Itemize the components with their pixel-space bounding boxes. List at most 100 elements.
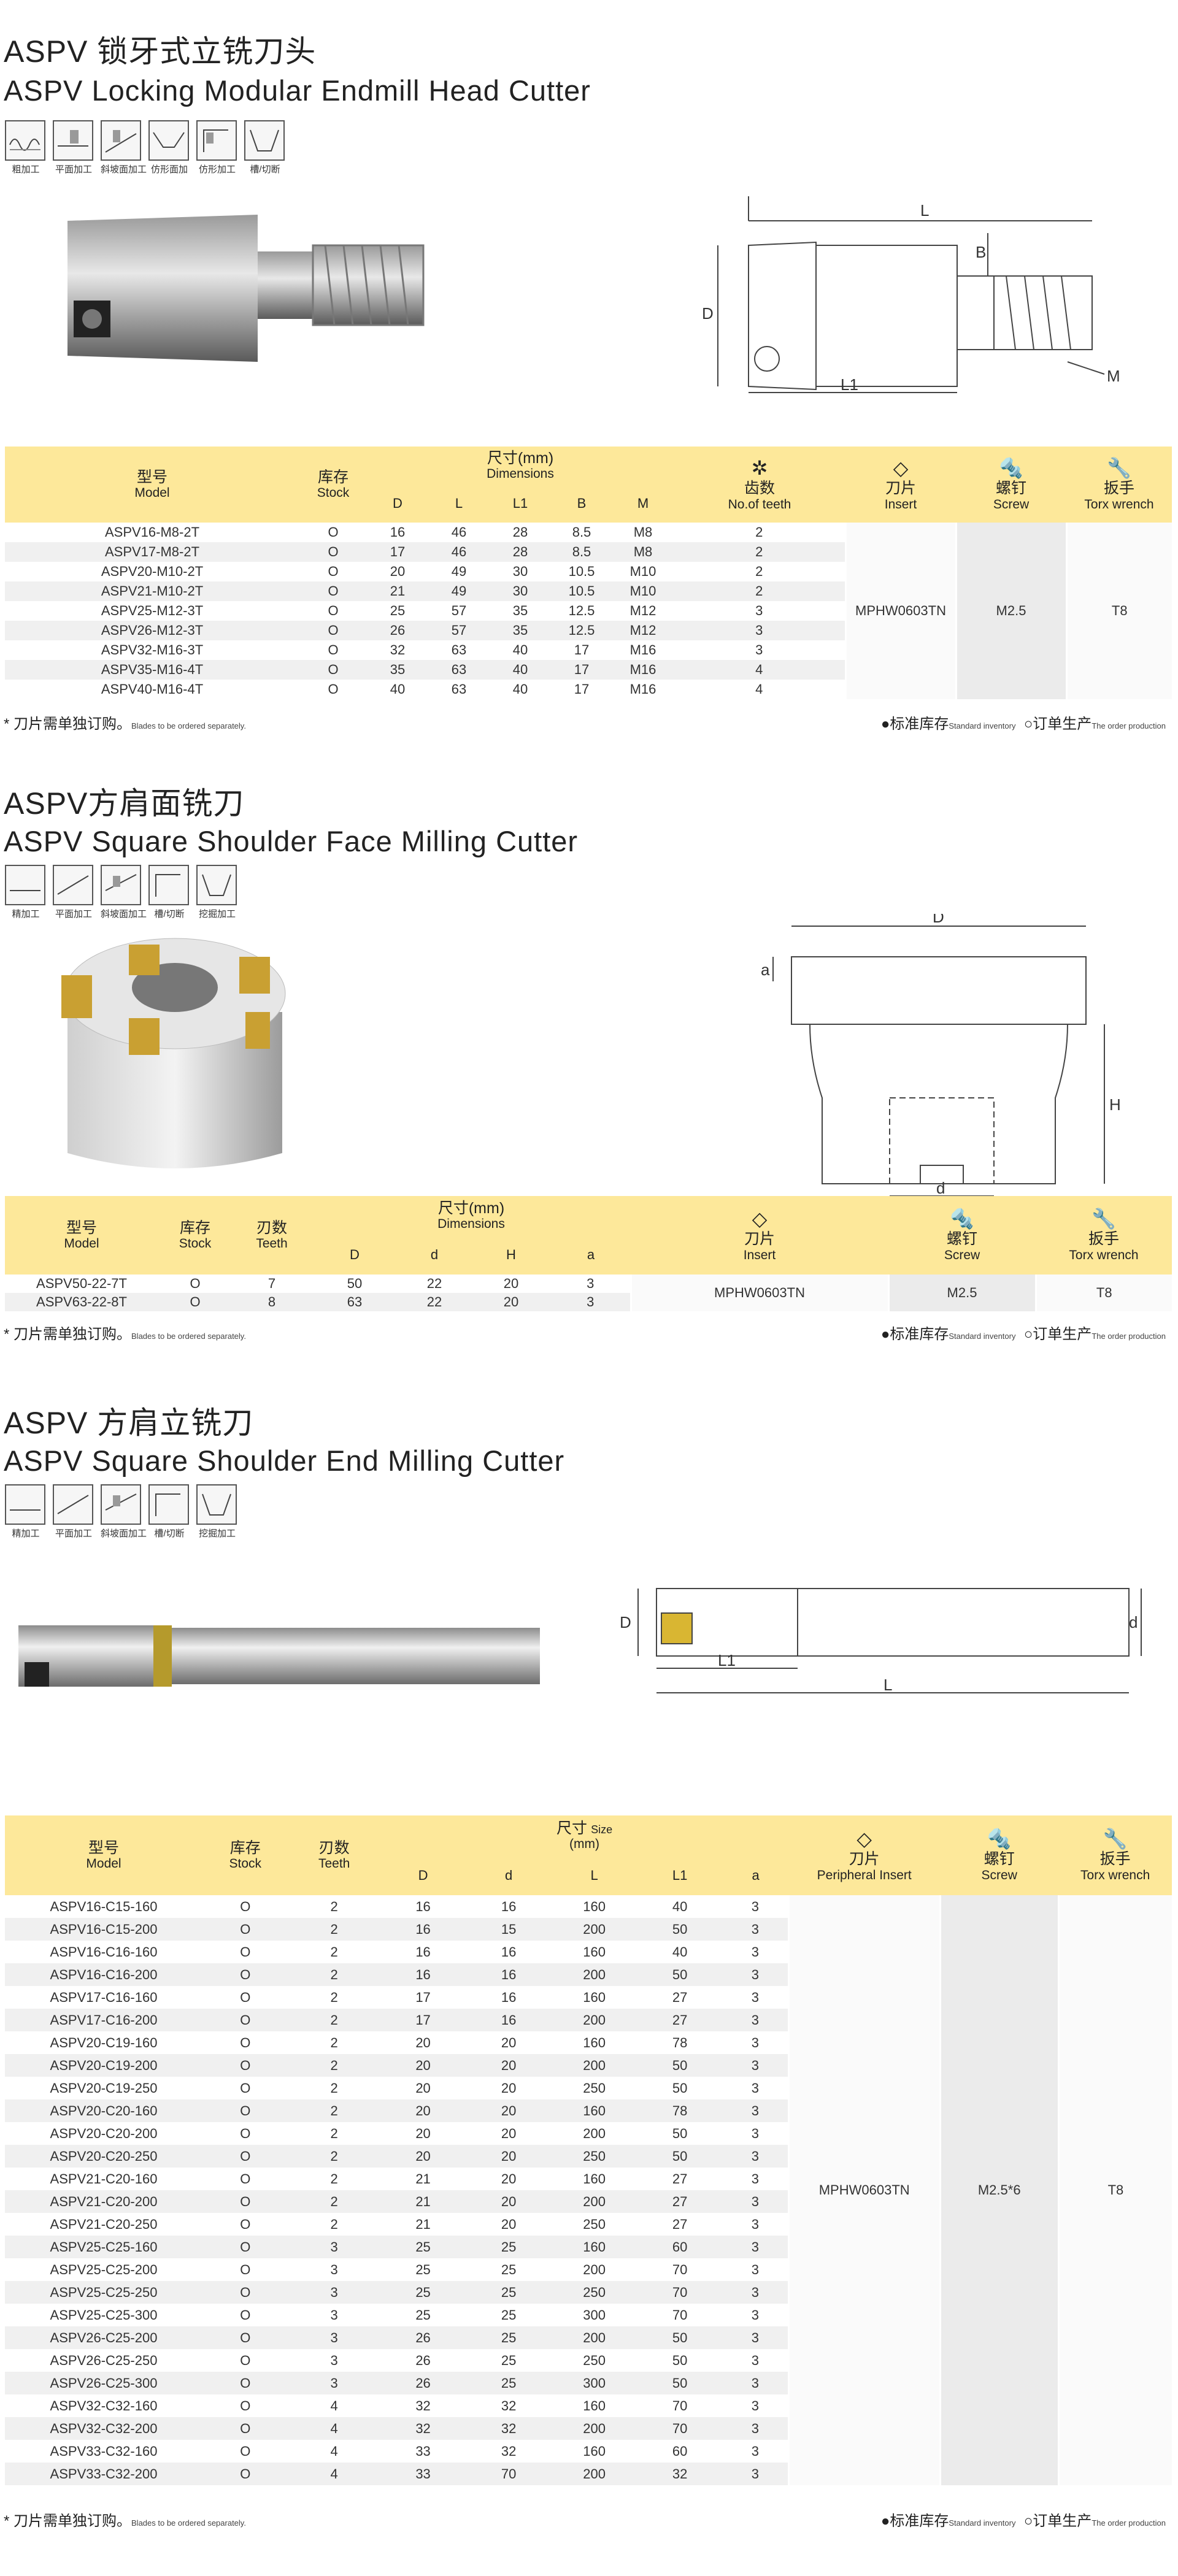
value-cell: 3 bbox=[722, 2009, 789, 2031]
value-cell: 20 bbox=[380, 2122, 466, 2145]
value-cell: 160 bbox=[551, 1986, 637, 2009]
value-cell: 2 bbox=[288, 2054, 380, 2077]
value-cell: 3 bbox=[288, 2281, 380, 2304]
value-cell: 26 bbox=[380, 2326, 466, 2349]
value-cell: M10 bbox=[612, 562, 674, 581]
model-cell: ASPV21-C20-200 bbox=[5, 2190, 202, 2213]
value-cell: 27 bbox=[637, 1986, 723, 2009]
value-cell: 2 bbox=[674, 581, 845, 601]
model-cell: ASPV20-M10-2T bbox=[5, 562, 299, 581]
value-cell: 2 bbox=[288, 2145, 380, 2168]
value-cell: 2 bbox=[288, 2077, 380, 2099]
screw-icon: 🔩 bbox=[987, 1828, 1012, 1850]
value-cell: 16 bbox=[380, 1918, 466, 1941]
model-cell: ASPV20-C19-200 bbox=[5, 2054, 202, 2077]
value-cell: M12 bbox=[612, 621, 674, 640]
value-cell: 2 bbox=[674, 562, 845, 581]
value-cell: 160 bbox=[551, 2099, 637, 2122]
value-cell: 26 bbox=[380, 2372, 466, 2394]
value-cell: 25 bbox=[466, 2258, 552, 2281]
value-cell: 250 bbox=[551, 2349, 637, 2372]
section3-title-cn: ASPV 方肩立铣刀 bbox=[4, 1406, 254, 1440]
value-cell: 3 bbox=[722, 2440, 789, 2463]
value-cell: 70 bbox=[637, 2417, 723, 2440]
value-cell: 3 bbox=[288, 2326, 380, 2349]
screw-cell: M2.5 bbox=[955, 523, 1066, 699]
value-cell: 160 bbox=[551, 2440, 637, 2463]
value-cell: 4 bbox=[288, 2394, 380, 2417]
value-cell: 2 bbox=[288, 2168, 380, 2190]
value-cell: 32 bbox=[466, 2440, 552, 2463]
value-cell: 21 bbox=[380, 2190, 466, 2213]
value-cell: 2 bbox=[288, 1963, 380, 1986]
stock-cell: O bbox=[202, 1941, 288, 1963]
value-cell: 17 bbox=[551, 660, 612, 680]
svg-text:B: B bbox=[976, 243, 986, 261]
stock-cell: O bbox=[158, 1293, 232, 1311]
value-cell: 50 bbox=[637, 2054, 723, 2077]
value-cell: 21 bbox=[380, 2213, 466, 2236]
svg-text:L1: L1 bbox=[718, 1651, 736, 1669]
value-cell: 32 bbox=[466, 2417, 552, 2440]
model-cell: ASPV16-M8-2T bbox=[5, 523, 299, 542]
stock-cell: O bbox=[299, 581, 367, 601]
value-cell: 3 bbox=[722, 2463, 789, 2485]
section2-title-en: ASPV Square Shoulder Face Milling Cutter bbox=[4, 825, 579, 857]
value-cell: 200 bbox=[551, 2326, 637, 2349]
insert-icon: ◇ bbox=[752, 1208, 768, 1230]
value-cell: 160 bbox=[551, 1941, 637, 1963]
value-cell: M8 bbox=[612, 542, 674, 562]
value-cell: 20 bbox=[466, 2168, 552, 2190]
model-cell: ASPV26-C25-300 bbox=[5, 2372, 202, 2394]
value-cell: 2 bbox=[288, 1986, 380, 2009]
value-cell: 25 bbox=[466, 2236, 552, 2258]
value-cell: 4 bbox=[674, 680, 845, 699]
svg-text:L1: L1 bbox=[841, 375, 858, 394]
stock-cell: O bbox=[202, 2190, 288, 2213]
value-cell: 3 bbox=[674, 640, 845, 660]
value-cell: 15 bbox=[466, 1918, 552, 1941]
value-cell: 8.5 bbox=[551, 542, 612, 562]
value-cell: 17 bbox=[551, 640, 612, 660]
operation-icons: 精加工 平面加工 斜坡面加工 槽/切断 挖掘加工 bbox=[5, 1484, 238, 1539]
section-face-mill: ASPV方肩面铣刀 ASPV Square Shoulder Face Mill… bbox=[0, 767, 1178, 1355]
model-cell: ASPV20-C20-250 bbox=[5, 2145, 202, 2168]
value-cell: 25 bbox=[466, 2281, 552, 2304]
value-cell: 3 bbox=[722, 2145, 789, 2168]
value-cell: 20 bbox=[466, 2054, 552, 2077]
model-cell: ASPV16-C16-160 bbox=[5, 1941, 202, 1963]
svg-text:H: H bbox=[1109, 1095, 1121, 1114]
value-cell: 200 bbox=[551, 2190, 637, 2213]
value-cell: 3 bbox=[551, 1275, 631, 1293]
value-cell: 250 bbox=[551, 2145, 637, 2168]
footnote: * 刀片需单独订购。Blades to be ordered separatel… bbox=[4, 716, 246, 732]
value-cell: M12 bbox=[612, 601, 674, 621]
value-cell: 46 bbox=[428, 523, 490, 542]
stock-cell: O bbox=[299, 523, 367, 542]
value-cell: 4 bbox=[288, 2417, 380, 2440]
svg-text:M: M bbox=[1107, 367, 1120, 385]
value-cell: 20 bbox=[466, 2145, 552, 2168]
model-cell: ASPV21-C20-160 bbox=[5, 2168, 202, 2190]
value-cell: 50 bbox=[637, 2372, 723, 2394]
model-cell: ASPV32-M16-3T bbox=[5, 640, 299, 660]
locking-head-photo bbox=[67, 215, 425, 362]
stock-cell: O bbox=[202, 1918, 288, 1941]
value-cell: 16 bbox=[380, 1895, 466, 1918]
value-cell: 160 bbox=[551, 2168, 637, 2190]
stock-legend: ●标准库存Standard inventory ○订单生产The order p… bbox=[880, 2513, 1166, 2529]
stock-cell: O bbox=[202, 2236, 288, 2258]
value-cell: 16 bbox=[466, 1941, 552, 1963]
value-cell: 26 bbox=[380, 2349, 466, 2372]
value-cell: 3 bbox=[722, 2122, 789, 2145]
